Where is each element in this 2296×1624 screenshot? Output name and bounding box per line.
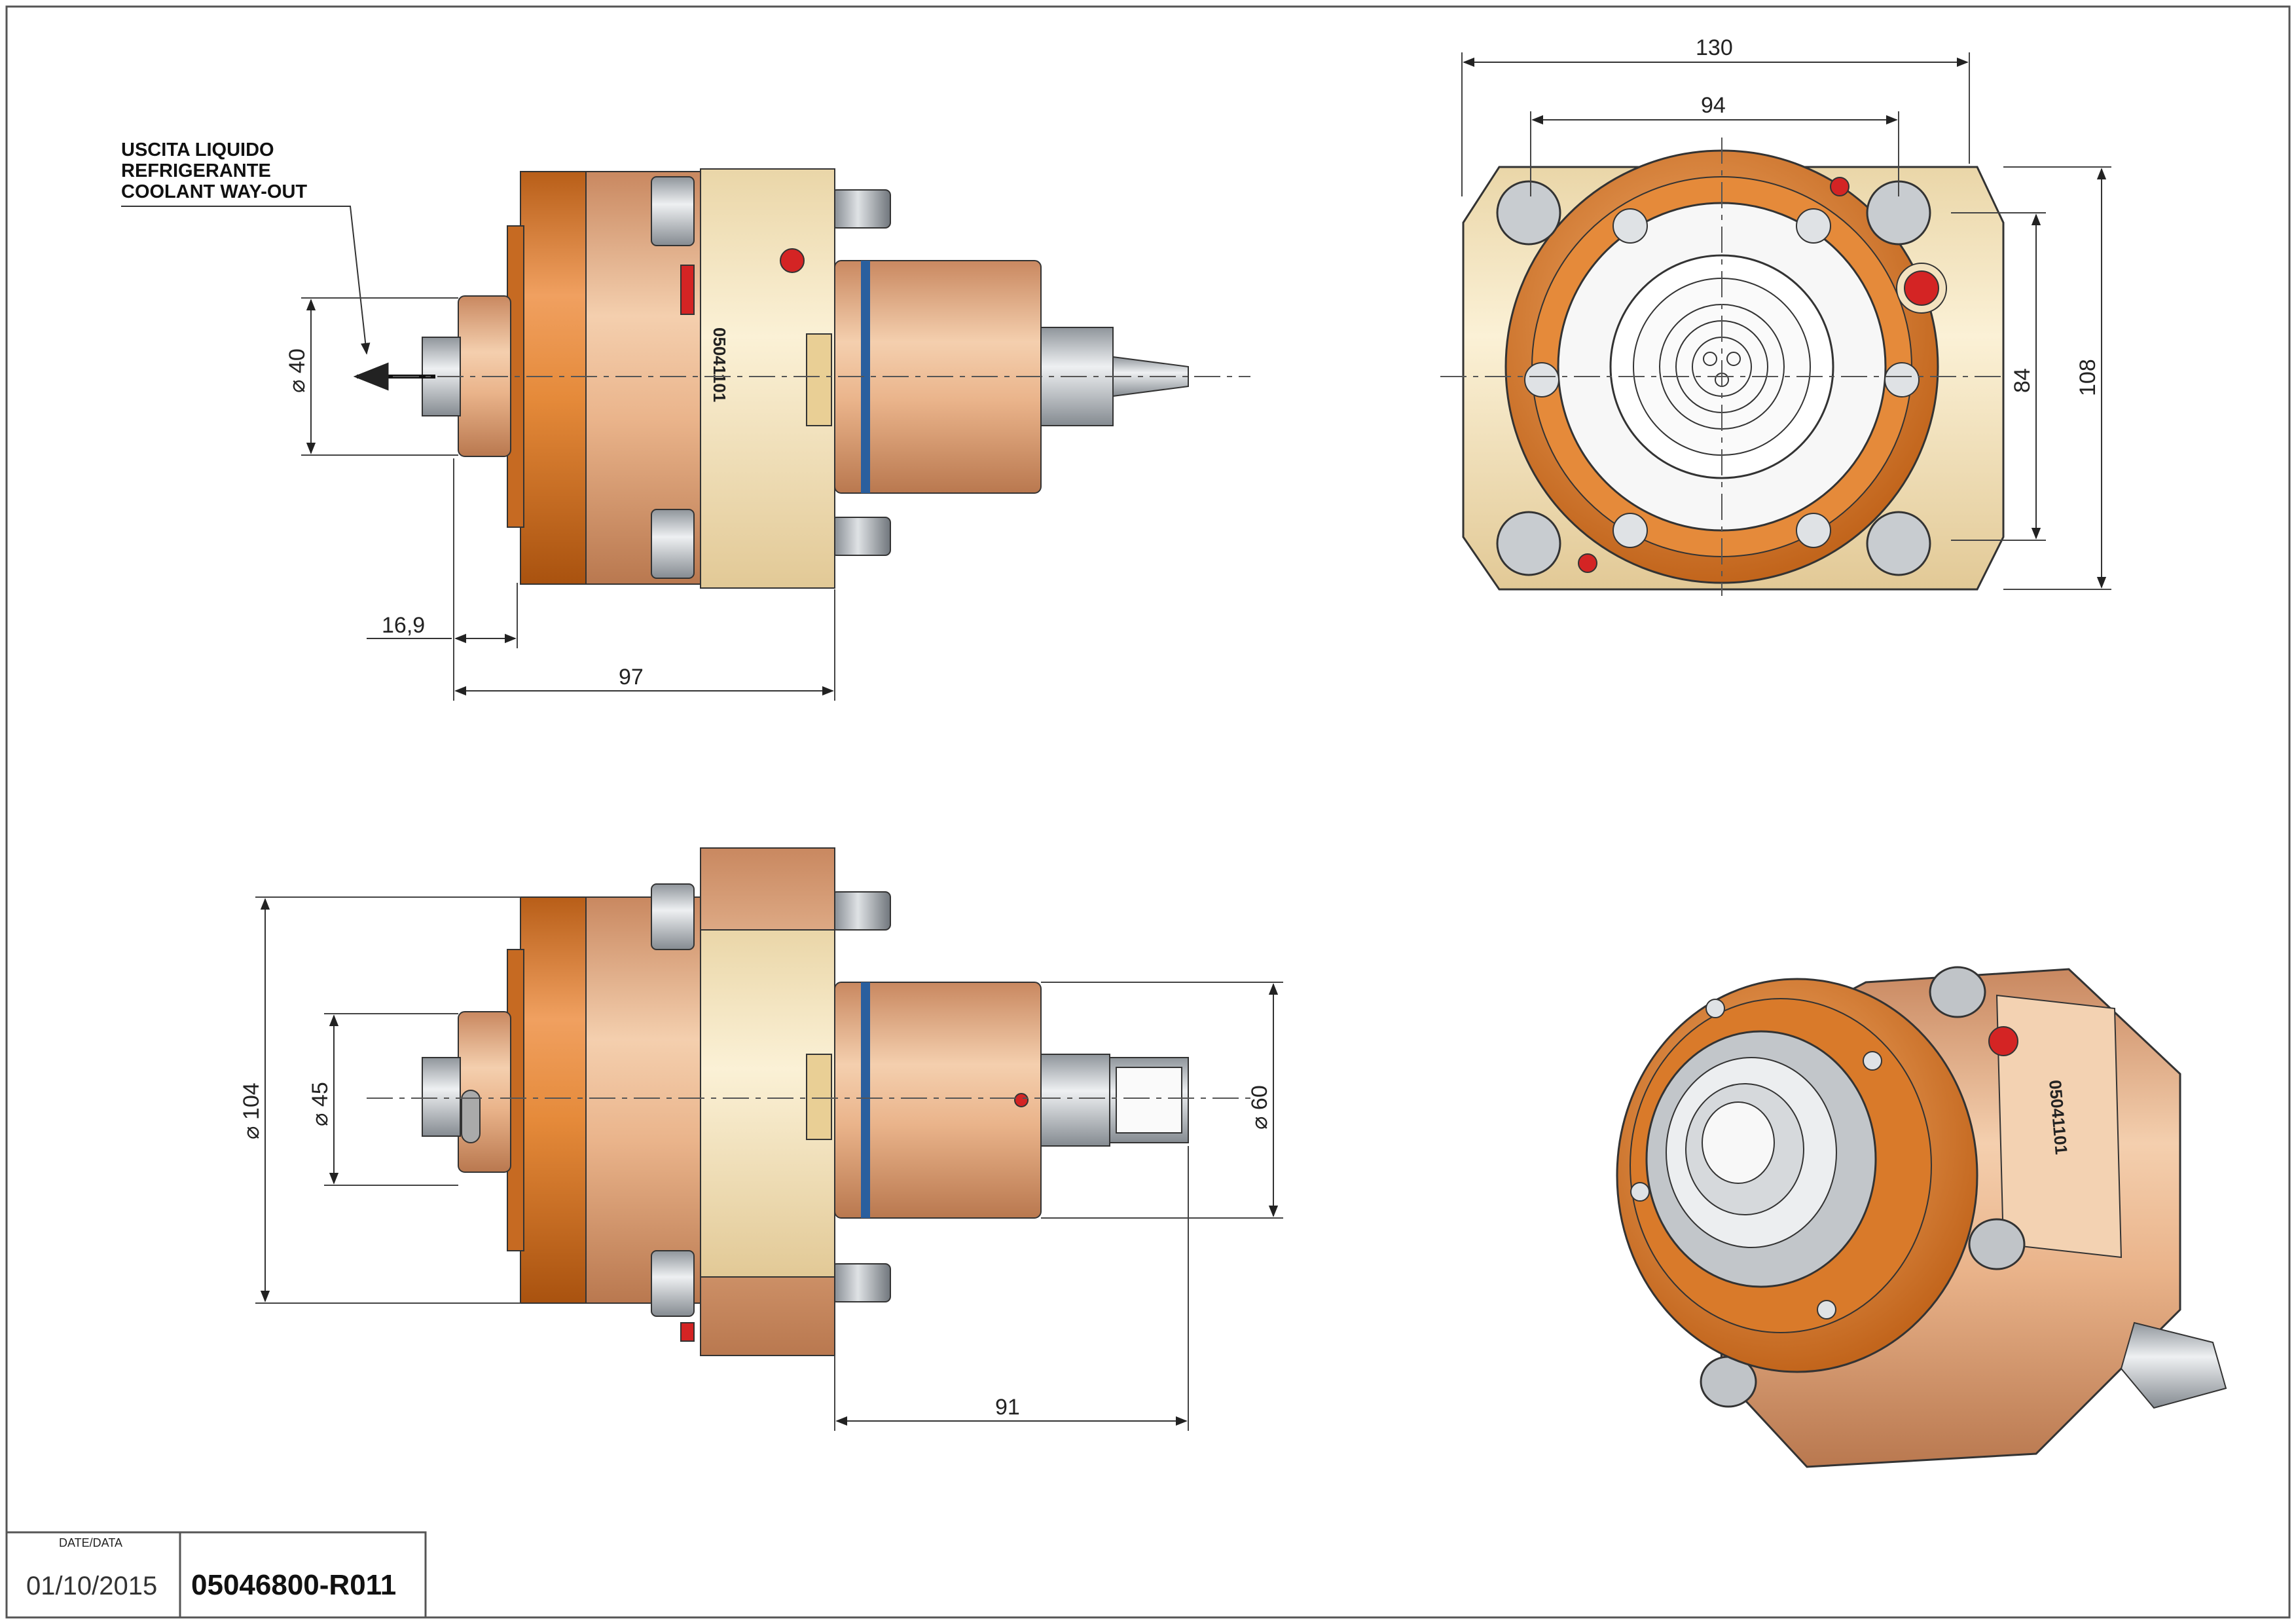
dim-bottom-length: 91 [995, 1395, 1020, 1420]
title-block: DATE/DATA 01/10/2015 05046800-R011 [5, 1531, 427, 1619]
dim-bottom-body-diameter: ⌀ 60 [1247, 1085, 1272, 1130]
note-line-3: COOLANT WAY-OUT [121, 181, 307, 202]
dim-side-length: 97 [619, 665, 644, 690]
side-view: 05041101 [353, 168, 1250, 589]
dim-front-bolt-span: 94 [1701, 93, 1726, 118]
dim-side-diameter: ⌀ 40 [285, 348, 310, 393]
part-marking: 05041101 [710, 327, 729, 402]
note-line-2: REFRIGERANTE [121, 160, 271, 181]
side-view-dimensions: ⌀ 40 16,9 97 [285, 297, 835, 701]
dim-front-height: 108 [2075, 359, 2100, 396]
sheet-border [5, 5, 2291, 1619]
bottom-side-view [367, 847, 1250, 1356]
dim-front-inner-height: 84 [2010, 368, 2035, 393]
coolant-note: USCITA LIQUIDO REFRIGERANTE COOLANT WAY-… [121, 139, 371, 355]
note-line-1: USCITA LIQUIDO [121, 139, 274, 160]
dim-front-width: 130 [1696, 35, 1733, 60]
dim-bottom-flange-diameter: ⌀ 104 [239, 1082, 264, 1139]
front-view-dimensions: 130 94 84 108 [1461, 35, 2111, 590]
date-label: DATE/DATA [59, 1536, 122, 1549]
front-view [1440, 138, 2005, 596]
bottom-view-dimensions: ⌀ 104 ⌀ 45 ⌀ 60 91 [239, 896, 1283, 1431]
drawing-number: 05046800-R011 [191, 1569, 396, 1601]
dim-side-offset: 16,9 [382, 613, 425, 638]
dim-bottom-nose-diameter: ⌀ 45 [308, 1082, 333, 1126]
isometric-view: 05041101 [1616, 966, 2227, 1468]
date-value: 01/10/2015 [26, 1572, 157, 1600]
